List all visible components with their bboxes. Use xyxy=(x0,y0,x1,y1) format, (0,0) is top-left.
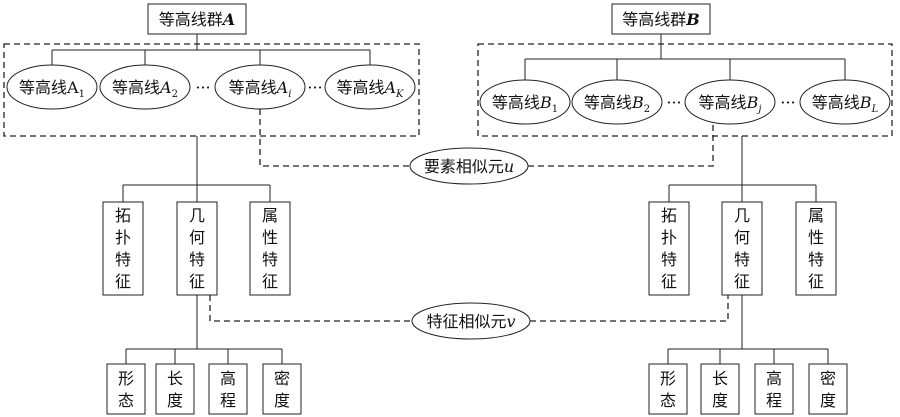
geometry-feature-b-c4: 征 xyxy=(734,272,750,291)
metric-elevation-b-c1: 高 xyxy=(766,369,782,388)
metric-elevation-a-c2: 程 xyxy=(220,391,236,410)
metric-length-b-c2: 度 xyxy=(712,391,728,410)
topology-feature-b-c2: 扑 xyxy=(661,228,677,247)
metric-density-a-c1: 密 xyxy=(274,369,290,388)
contour-b-2 xyxy=(571,79,663,125)
attribute-feature-b-c2: 性 xyxy=(808,228,824,247)
attribute-feature-b-c4: 征 xyxy=(808,272,824,291)
geometry-feature-a-c3: 特 xyxy=(189,250,205,269)
topology-feature-a-c3: 特 xyxy=(115,250,131,269)
contour-b-l-label: 等高线BL xyxy=(812,93,879,115)
element-link-right xyxy=(528,124,714,167)
feature-similarity-label: 特征相似元v xyxy=(426,312,515,331)
metric-shape-b-c2: 态 xyxy=(660,391,676,410)
topology-feature-b-c4: 征 xyxy=(661,272,677,291)
metric-elevation-b-c2: 程 xyxy=(766,391,782,410)
metric-length-a-c1: 长 xyxy=(167,369,183,388)
metric-length-a xyxy=(155,363,195,415)
geometry-feature-a-c1: 几 xyxy=(189,206,205,225)
contour-b-1 xyxy=(479,79,571,125)
geometry-feature-a xyxy=(176,201,218,296)
feature-similarity-node xyxy=(411,302,531,340)
metric-elevation-a xyxy=(208,363,248,415)
group-b-title: 等高线群B xyxy=(622,10,700,29)
attribute-feature-a-c4: 征 xyxy=(262,272,278,291)
topology-feature-a-c4: 征 xyxy=(115,272,131,291)
metric-shape-b xyxy=(648,363,688,415)
contour-a-k-label: 等高线AK xyxy=(336,78,404,100)
group-b-title-box xyxy=(611,3,711,35)
geometry-feature-a-c4: 征 xyxy=(189,272,205,291)
topology-feature-b-c1: 拓 xyxy=(661,206,677,225)
group-a-container xyxy=(3,43,420,137)
metric-elevation-a-c1: 高 xyxy=(220,369,236,388)
metric-length-b xyxy=(700,363,740,415)
contour-b-2-label: 等高线B2 xyxy=(584,93,650,115)
metric-length-a-c2: 度 xyxy=(167,391,183,410)
geometry-feature-b-c3: 特 xyxy=(734,250,750,269)
contour-b-l xyxy=(799,79,891,125)
group-b-container xyxy=(477,43,893,137)
attribute-feature-a-c1: 属 xyxy=(262,206,278,225)
element-link-left xyxy=(259,109,410,167)
topology-feature-b-c3: 特 xyxy=(661,250,677,269)
metric-density-b-c1: 密 xyxy=(820,369,836,388)
attribute-feature-b-c1: 属 xyxy=(808,206,824,225)
metric-shape-a-c1: 形 xyxy=(118,369,134,388)
metric-shape-b-c1: 形 xyxy=(660,369,676,388)
element-similarity-label: 要素相似元u xyxy=(424,157,514,176)
topology-feature-b xyxy=(648,201,690,296)
attribute-feature-a-c2: 性 xyxy=(262,228,278,247)
contour-a-1-label: 等高线A1 xyxy=(19,78,85,100)
geometry-feature-b-c1: 几 xyxy=(734,206,750,225)
attribute-feature-a xyxy=(249,201,291,296)
contour-b-j xyxy=(684,79,776,125)
geometry-feature-b-c2: 何 xyxy=(734,228,750,247)
group-a-title: 等高线群A xyxy=(159,10,235,29)
metric-length-b-c1: 长 xyxy=(712,369,728,388)
contour-b-1-label: 等高线B1 xyxy=(492,93,558,115)
geometry-feature-a-c2: 何 xyxy=(189,228,205,247)
ellipsis-b-1: ··· xyxy=(666,93,681,112)
metric-elevation-b xyxy=(754,363,794,415)
feature-link-left xyxy=(209,295,412,322)
contour-a-1 xyxy=(6,64,98,110)
attribute-feature-b-c3: 特 xyxy=(808,250,824,269)
topology-feature-a xyxy=(102,201,144,296)
element-similarity-node xyxy=(409,147,529,185)
metric-shape-a-c2: 态 xyxy=(118,391,134,410)
metric-density-a xyxy=(262,363,302,415)
attribute-feature-a-c3: 特 xyxy=(262,250,278,269)
contour-a-k xyxy=(324,64,416,110)
metric-shape-a xyxy=(106,363,146,415)
metric-density-a-c2: 度 xyxy=(274,391,290,410)
topology-feature-a-c1: 拓 xyxy=(115,206,131,225)
attribute-feature-b xyxy=(795,201,837,296)
metric-density-b xyxy=(808,363,848,415)
ellipsis-a-1: ··· xyxy=(195,78,210,97)
geometry-feature-b xyxy=(721,201,763,296)
ellipsis-a-2: ··· xyxy=(307,78,322,97)
group-a-title-box xyxy=(147,3,247,35)
contour-a-2-label: 等高线A2 xyxy=(112,78,178,100)
contour-b-j-label: 等高线Bj xyxy=(699,93,762,115)
topology-feature-a-c2: 扑 xyxy=(115,228,131,247)
metric-density-b-c2: 度 xyxy=(820,391,836,410)
contour-a-i-label: 等高线Ai xyxy=(229,78,292,100)
ellipsis-b-2: ··· xyxy=(780,93,795,112)
contour-a-2 xyxy=(99,64,191,110)
feature-link-right xyxy=(530,295,729,322)
